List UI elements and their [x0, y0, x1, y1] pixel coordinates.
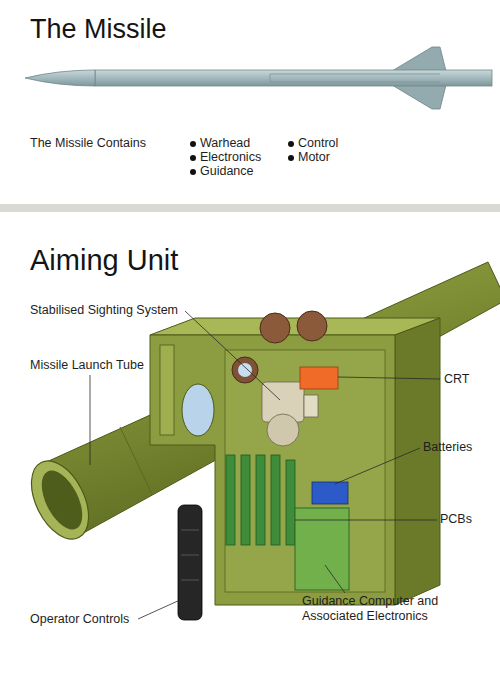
pcb — [241, 455, 250, 545]
pcb-stack — [226, 455, 295, 545]
bullet-dot — [190, 155, 196, 161]
hand-guard — [160, 345, 174, 435]
missile-nose — [25, 70, 95, 86]
missile-fin — [392, 47, 446, 71]
pcb — [271, 455, 280, 545]
pcb — [286, 460, 295, 545]
part-label: Guidance — [200, 164, 254, 179]
panel-heading: The Missile — [30, 14, 167, 45]
sight-knob — [260, 313, 290, 343]
bullet-dot — [190, 169, 196, 175]
part-label: Missile Launch Tube — [30, 358, 144, 373]
panel-heading: Aiming Unit — [30, 244, 178, 277]
sight-part — [304, 395, 318, 417]
unit-top — [150, 318, 440, 335]
missile-body — [95, 70, 492, 86]
crt-box — [300, 367, 338, 389]
part-label: Guidance Computer and Associated Electro… — [302, 594, 452, 624]
bullet-dot — [288, 141, 294, 147]
eyepiece-lens — [238, 363, 252, 377]
part-label: CRT — [444, 372, 469, 387]
part-label: Motor — [298, 150, 330, 165]
missile-strake — [270, 74, 440, 75]
pcb — [226, 455, 235, 545]
leader-line — [325, 565, 345, 593]
tube-window — [182, 384, 214, 436]
part-label: Operator Controls — [30, 612, 129, 627]
part-label: Stabilised Sighting System — [30, 303, 178, 318]
unit-side — [395, 318, 440, 605]
sight-knob — [297, 311, 327, 341]
leader-line — [295, 520, 437, 521]
grip-rib — [181, 530, 199, 531]
part-label: Electronics — [200, 150, 261, 165]
grip-rib — [181, 555, 199, 556]
tube-mouth — [20, 452, 101, 549]
cutaway — [225, 350, 385, 592]
grip-rib — [181, 580, 199, 581]
part-label: The Missile Contains — [30, 136, 146, 151]
missile-strake — [270, 82, 440, 83]
tube-bore — [33, 464, 90, 536]
leader-line — [338, 377, 440, 379]
sight-mechanism — [262, 382, 304, 422]
bullet-dot — [190, 141, 196, 147]
battery-box — [312, 482, 348, 504]
part-label: Control — [298, 136, 338, 151]
part-label: PCBs — [440, 512, 472, 527]
missile-fin — [392, 85, 446, 109]
operator-grip — [178, 505, 202, 620]
eyepiece — [232, 357, 258, 383]
part-label: Batteries — [423, 440, 472, 455]
tube-ring — [120, 427, 152, 494]
pcb — [256, 455, 265, 545]
leader-lines — [90, 311, 440, 619]
leader-line — [90, 375, 91, 465]
launch-tube — [20, 262, 500, 548]
unit-front — [150, 335, 395, 605]
sight-gimbal — [267, 414, 299, 446]
leader-line — [185, 311, 280, 400]
aiming-unit — [150, 311, 440, 620]
missile-joint — [270, 74, 271, 82]
bullet-dot — [288, 155, 294, 161]
part-label: Warhead — [200, 136, 250, 151]
leader-line — [335, 448, 420, 484]
leader-line — [138, 600, 180, 619]
missile — [25, 47, 492, 109]
guidance-computer — [295, 508, 349, 590]
